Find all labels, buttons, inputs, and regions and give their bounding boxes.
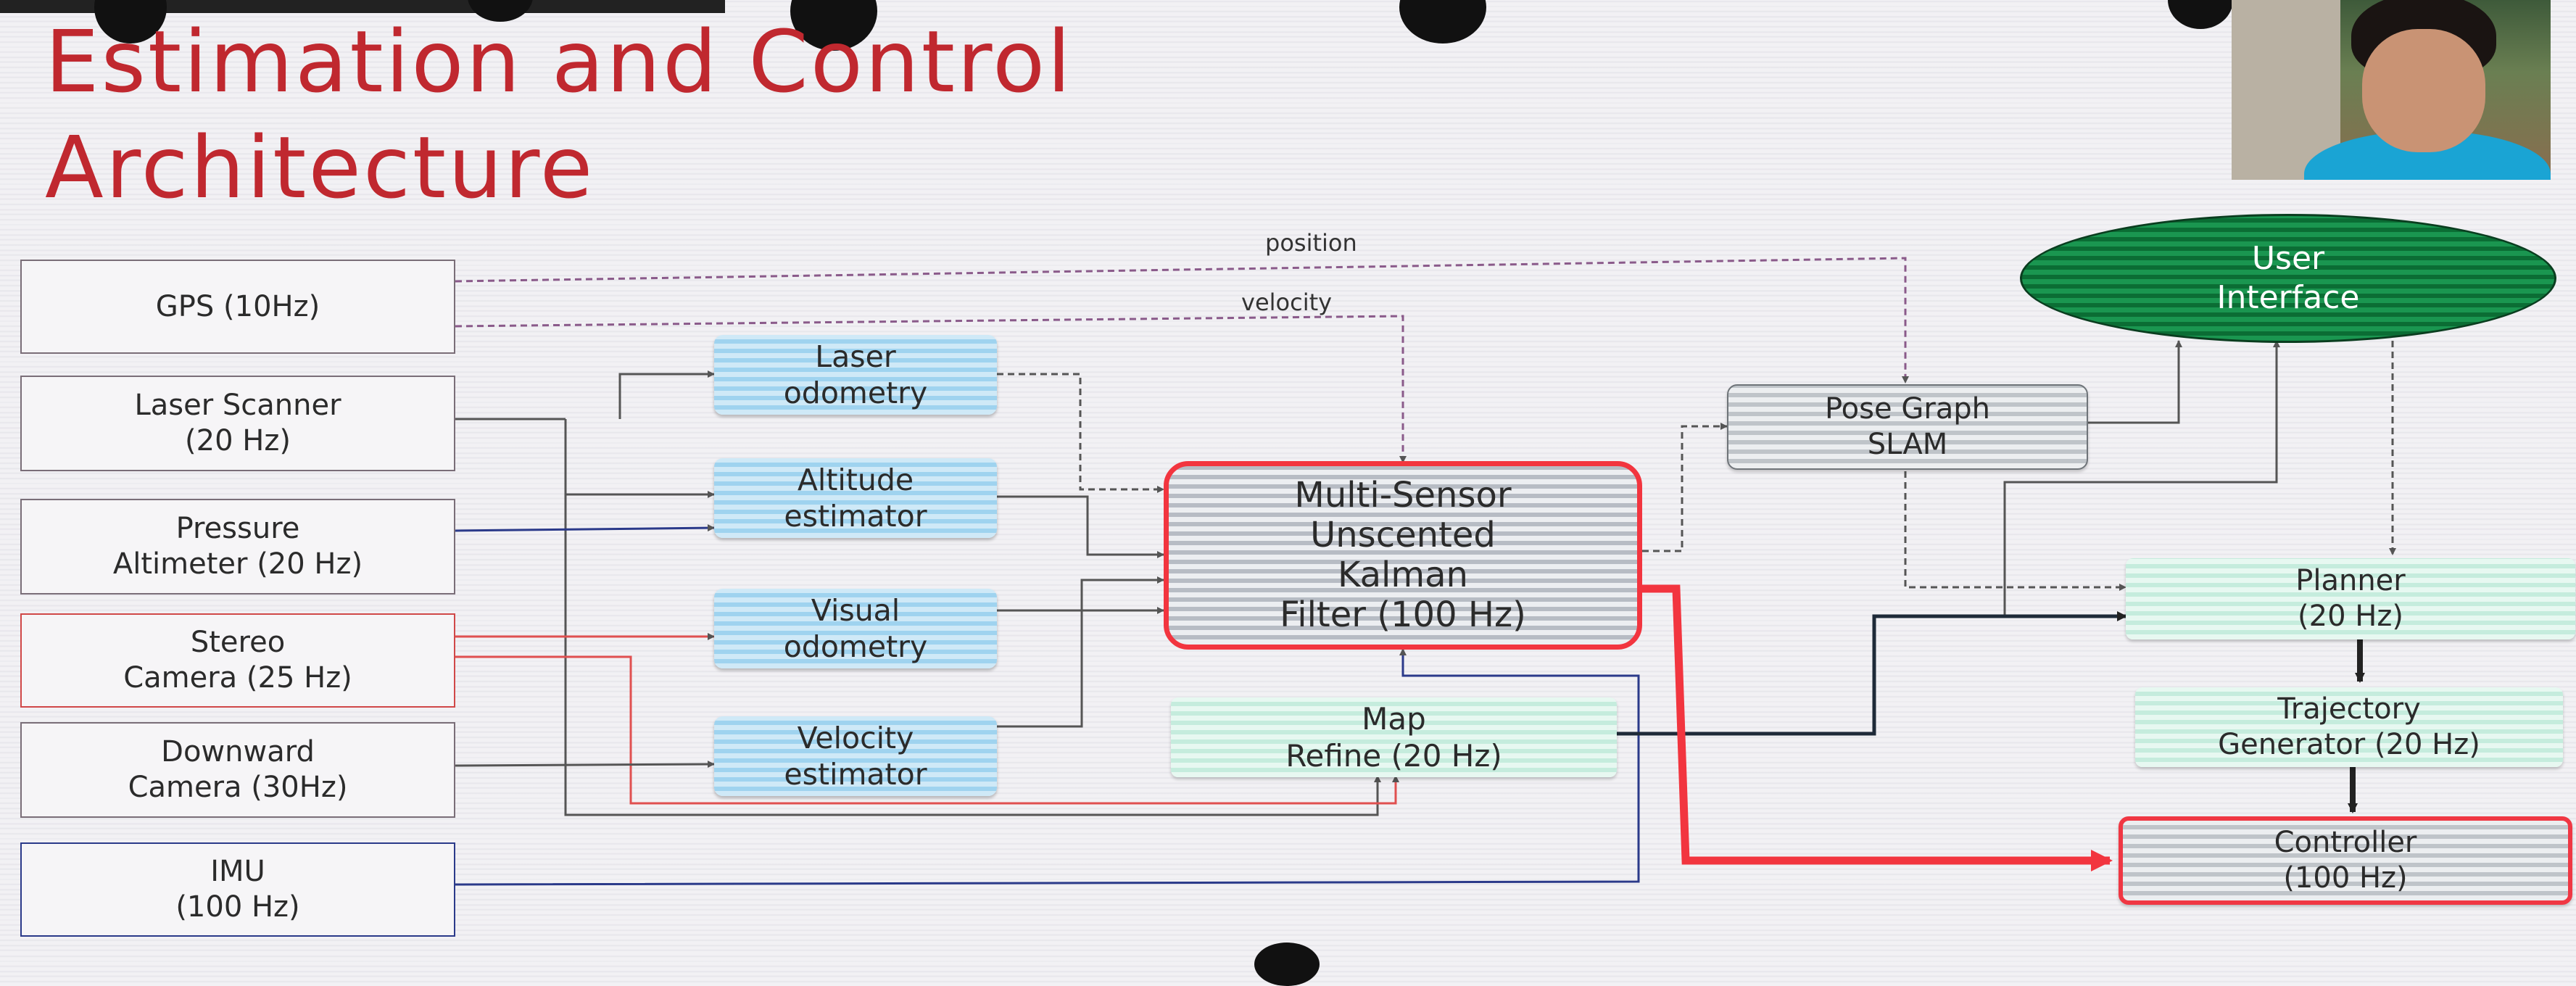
- stereo-camera-label: Stereo Camera (25 Hz): [123, 626, 352, 695]
- velocity-label: velocity: [1241, 289, 1332, 316]
- planner-label: Planner (20 Hz): [2295, 564, 2406, 633]
- ukf-box: Multi-Sensor Unscented Kalman Filter (10…: [1164, 461, 1642, 650]
- altitude-estimator-box: Altitude estimator: [714, 458, 997, 538]
- altitude-to-ukf: [997, 495, 1164, 558]
- pressure-altimeter-label: Pressure Altimeter (20 Hz): [112, 512, 363, 581]
- laser-odometry-to-ukf: [997, 373, 1164, 493]
- pose-graph-to-ui: [2088, 340, 2182, 424]
- controller-label: Controller (100 Hz): [2274, 826, 2417, 895]
- gps-sensor-box: GPS (10Hz): [20, 260, 455, 354]
- velocity-estimator-label: Velocity estimator: [784, 720, 927, 792]
- planner-box: Planner (20 Hz): [2126, 558, 2575, 639]
- stereo-camera-box: Stereo Camera (25 Hz): [20, 613, 455, 708]
- slide-title-line-2: Architecture: [45, 117, 595, 218]
- imu-label: IMU (100 Hz): [175, 855, 300, 924]
- ukf-to-controller-highlight: [1642, 584, 2113, 871]
- ukf-label: Multi-Sensor Unscented Kalman Filter (10…: [1280, 474, 1526, 636]
- gps-label: GPS (10Hz): [155, 289, 320, 323]
- camera-mount: [1254, 942, 1320, 986]
- presenter-video-thumbnail: [2232, 0, 2551, 180]
- laser-scanner-box: Laser Scanner (20 Hz): [20, 376, 455, 471]
- velocity-to-ukf: [997, 576, 1164, 728]
- map-refine-to-planner: [1617, 611, 2127, 736]
- slide-title-line-1: Estimation and Control: [45, 12, 1073, 112]
- gps-position-line: [455, 257, 1909, 384]
- connection-lines: position velocity: [455, 229, 2396, 886]
- trajectory-generator-label: Trajectory Generator (20 Hz): [2218, 692, 2480, 761]
- map-refine-label: Map Refine (20 Hz): [1285, 700, 1502, 774]
- visual-odometry-box: Visual odometry: [714, 589, 997, 668]
- downward-camera-box: Downward Camera (30Hz): [20, 722, 455, 818]
- imu-line: [455, 648, 1640, 886]
- downward-to-velocity: [455, 761, 715, 768]
- trajectory-generator-box: Trajectory Generator (20 Hz): [2135, 687, 2563, 767]
- pose-graph-to-planner: [1904, 471, 2126, 591]
- position-label: position: [1265, 229, 1357, 257]
- laser-scanner-label: Laser Scanner (20 Hz): [134, 389, 341, 457]
- laser-odometry-box: Laser odometry: [714, 335, 997, 415]
- pose-graph-slam-box: Pose Graph SLAM: [1727, 384, 2088, 470]
- pressure-to-altitude: [455, 524, 715, 532]
- laser-odometry-label: Laser odometry: [783, 339, 928, 410]
- ukf-to-pose-graph: [1642, 423, 1728, 552]
- pose-graph-slam-label: Pose Graph SLAM: [1824, 392, 1991, 461]
- altitude-estimator-label: Altitude estimator: [784, 462, 927, 534]
- user-interface-ellipse: User Interface: [2020, 214, 2556, 343]
- planner-to-ui: [2003, 340, 2280, 616]
- imu-box: IMU (100 Hz): [20, 842, 455, 937]
- gps-velocity-line: [455, 315, 1407, 463]
- pressure-altimeter-box: Pressure Altimeter (20 Hz): [20, 499, 455, 594]
- velocity-estimator-box: Velocity estimator: [714, 716, 997, 796]
- controller-box: Controller (100 Hz): [2119, 816, 2572, 905]
- downward-camera-label: Downward Camera (30Hz): [128, 735, 348, 804]
- visual-odometry-label: Visual odometry: [783, 592, 928, 664]
- map-refine-box: Map Refine (20 Hz): [1171, 697, 1617, 777]
- user-interface-label: User Interface: [2216, 240, 2360, 316]
- camera-rig-bar: [0, 0, 725, 13]
